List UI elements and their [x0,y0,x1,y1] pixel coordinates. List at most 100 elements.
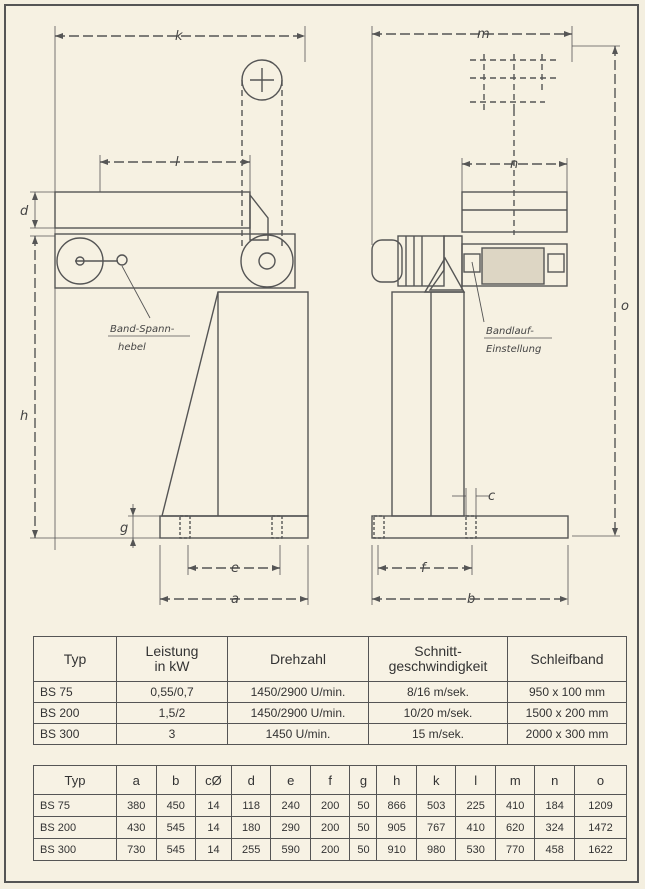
cell-b: 545 [155,838,196,861]
header-b: b [155,765,196,795]
table-row: BS 300 3 1450 U/min. 15 m/sek. 2000 x 30… [33,723,627,745]
cell-typ: BS 300 [33,723,117,745]
header-schleifband: Schleifband [507,636,627,682]
dim-label-m: m [477,27,490,42]
cell-g: 50 [349,816,378,839]
header-e: e [270,765,311,795]
cell-leistung: 3 [116,723,228,745]
dim-label-n: n [510,157,518,172]
cell-c: 14 [195,794,232,817]
cell-k: 767 [415,816,457,839]
cell-schleifband: 950 x 100 mm [507,681,627,703]
cell-f: 200 [309,816,351,839]
header-schnitt-line1: Schnitt- [414,643,462,659]
header-typ: Typ [33,765,117,795]
table-header-row: Typ Leistung in kW Drehzahl Schnitt- ges… [33,636,627,682]
cell-leistung: 1,5/2 [116,702,228,724]
header-c: cØ [195,765,232,795]
cell-g: 50 [349,794,378,817]
header-m: m [494,765,536,795]
cell-h: 866 [376,794,417,817]
cell-schnitt: 15 m/sek. [368,723,508,745]
spec-table-dimensions: Typ a b cØ d e f g h k l m n o BS 75 380… [33,765,628,861]
dim-label-b: b [467,592,475,607]
cell-leistung: 0,55/0,7 [116,681,228,703]
cell-drehzahl: 1450/2900 U/min. [227,702,369,724]
cell-o: 1472 [573,816,628,839]
header-leistung-line1: Leistung [145,643,199,659]
cell-m: 620 [494,816,536,839]
cell-e: 290 [270,816,311,839]
cell-k: 980 [415,838,457,861]
header-n: n [534,765,575,795]
cell-m: 410 [494,794,536,817]
dim-label-k: k [175,29,183,44]
cell-b: 450 [155,794,196,817]
header-schnitt-line2: geschwindigkeit [388,658,488,674]
cell-n: 458 [534,838,575,861]
cell-schleifband: 2000 x 300 mm [507,723,627,745]
cell-n: 184 [534,794,575,817]
dim-label-o: o [621,299,629,314]
table-row: BS 75 0,55/0,7 1450/2900 U/min. 8/16 m/s… [33,681,627,703]
header-typ: Typ [33,636,117,682]
cell-n: 324 [534,816,575,839]
cell-l: 410 [455,816,496,839]
cell-f: 200 [309,838,351,861]
header-drehzahl: Drehzahl [227,636,369,682]
cell-o: 1209 [573,794,628,817]
technical-drawing: k m l n d o h g e f a b c Band-Spann- he… [20,26,629,607]
cell-a: 730 [116,838,157,861]
header-l: l [455,765,496,795]
cell-typ: BS 300 [33,838,117,861]
cell-o: 1622 [573,838,628,861]
cell-d: 118 [230,794,272,817]
header-g: g [349,765,378,795]
cell-drehzahl: 1450/2900 U/min. [227,681,369,703]
dim-label-h: h [20,409,28,424]
cell-typ: BS 200 [33,702,117,724]
dim-label-d: d [20,204,29,219]
table-header-row: Typ a b cØ d e f g h k l m n o [33,765,628,795]
cell-e: 590 [270,838,311,861]
dim-label-g: g [120,521,128,536]
note-bandlauf-1: Bandlauf- [486,326,534,337]
cell-e: 240 [270,794,311,817]
header-k: k [415,765,457,795]
table-row: BS 300 730 545 14 255 590 200 50 910 980… [33,838,628,861]
cell-d: 255 [230,838,272,861]
dim-label-a: a [231,592,239,607]
note-band-spannhebel-2: hebel [118,342,146,353]
cell-h: 905 [376,816,417,839]
cell-h: 910 [376,838,417,861]
header-o: o [573,765,628,795]
table-row: BS 200 1,5/2 1450/2900 U/min. 10/20 m/se… [33,702,627,724]
cell-l: 225 [455,794,496,817]
header-h: h [376,765,417,795]
cell-a: 430 [116,816,157,839]
header-d: d [230,765,272,795]
cell-c: 14 [195,838,232,861]
header-leistung: Leistung in kW [116,636,228,682]
note-band-spannhebel-1: Band-Spann- [110,324,175,335]
cell-typ: BS 75 [33,794,117,817]
cell-l: 530 [455,838,496,861]
header-a: a [116,765,157,795]
cell-schnitt: 10/20 m/sek. [368,702,508,724]
cell-drehzahl: 1450 U/min. [227,723,369,745]
dim-label-e: e [231,561,239,576]
cell-schleifband: 1500 x 200 mm [507,702,627,724]
cell-b: 545 [155,816,196,839]
cell-k: 503 [415,794,457,817]
dim-label-c: c [488,489,495,504]
header-leistung-line2: in kW [154,658,190,674]
dim-label-f: f [421,561,428,576]
spec-table-performance: Typ Leistung in kW Drehzahl Schnitt- ges… [33,636,627,745]
cell-schnitt: 8/16 m/sek. [368,681,508,703]
header-schnitt: Schnitt- geschwindigkeit [368,636,508,682]
cell-g: 50 [349,838,378,861]
cell-m: 770 [494,838,536,861]
dim-label-l: l [175,155,179,170]
table-row: BS 75 380 450 14 118 240 200 50 866 503 … [33,794,628,817]
cell-c: 14 [195,816,232,839]
